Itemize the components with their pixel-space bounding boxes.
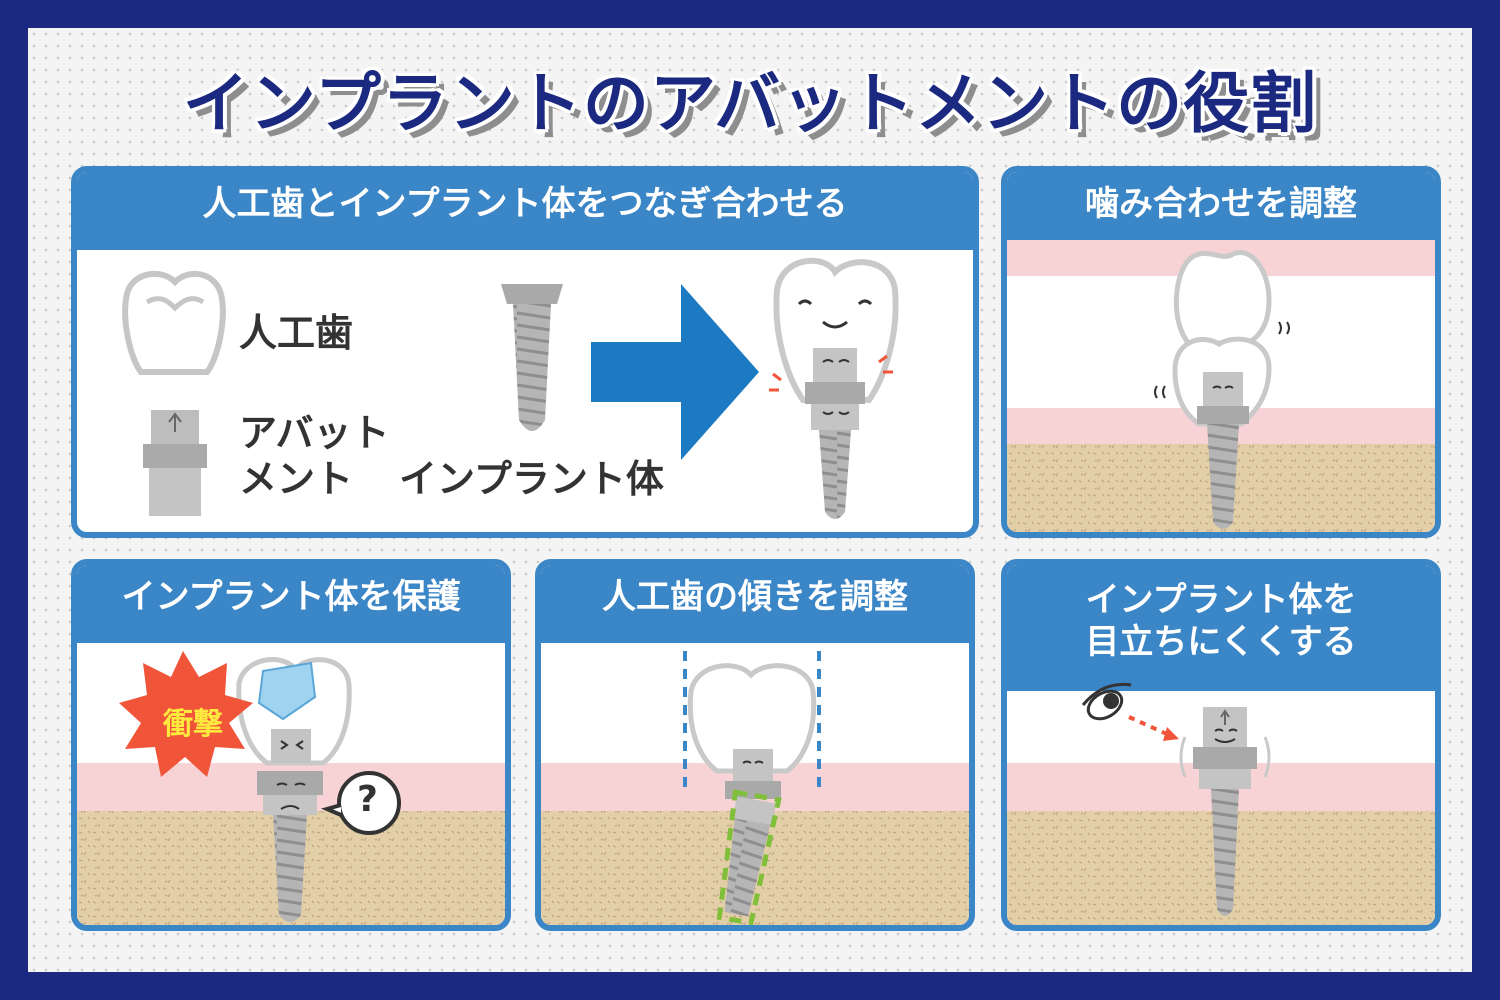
panel-protect: インプラント体を保護 衝撃 ? — [71, 559, 511, 931]
right-arrow-icon — [591, 284, 759, 460]
panel-bite-body — [1007, 240, 1435, 532]
panel-connect: 人工歯とインプラント体をつなぎ合わせる — [71, 166, 979, 538]
panel-bite-header: 噛み合わせを調整 — [1007, 172, 1435, 250]
crown-icon — [687, 663, 817, 774]
assembled-tooth-icon — [769, 257, 899, 519]
upper-tooth-icon — [1173, 249, 1272, 348]
panel-tilt-illustration — [541, 651, 969, 925]
main-title: インプラントのアバットメントの役割 — [182, 65, 1318, 142]
question-bubble-icon — [337, 771, 401, 835]
panel-tilt-body — [541, 633, 969, 925]
implant-icon — [501, 284, 563, 431]
panel-inconspicuous: インプラント体を 目立ちにくくする — [1001, 559, 1441, 931]
impact-burst-icon — [119, 651, 253, 777]
abutment-label-line-1: アバット — [239, 411, 390, 455]
eye-icon — [1081, 682, 1132, 721]
panel-bite-illustration — [1007, 240, 1435, 532]
crown-icon — [122, 271, 226, 375]
abutment-icon — [143, 410, 207, 516]
broken-crown-piece-icon — [257, 661, 317, 721]
panel-inconspicuous-body — [1007, 677, 1435, 925]
panel-protect-illustration — [77, 651, 505, 925]
panel-tilt: 人工歯の傾きを調整 — [535, 559, 975, 931]
panel-inconspicuous-illustration — [1007, 682, 1435, 925]
question-mark: ? — [357, 779, 378, 820]
panel-connect-illustration — [122, 257, 899, 519]
panel-connect-header: 人工歯とインプラント体をつなぎ合わせる — [77, 172, 973, 250]
panel-tilt-header: 人工歯の傾きを調整 — [541, 565, 969, 643]
panel-protect-body: 衝撃 ? — [77, 633, 505, 925]
crown-label: 人工歯 — [239, 311, 354, 355]
panel-connect-body: 人工歯 アバット メント インプラント体 — [77, 250, 973, 532]
panel-inconspicuous-header: インプラント体を 目立ちにくくする — [1007, 565, 1435, 691]
panel-inconspicuous-header-line-1: インプラント体を — [1085, 580, 1357, 620]
panel-inconspicuous-header-line-2: 目立ちにくくする — [1085, 622, 1357, 662]
panel-protect-header: インプラント体を保護 — [77, 565, 505, 643]
implant-label: インプラント体 — [399, 457, 664, 501]
panel-bite: 噛み合わせを調整 — [1001, 166, 1441, 538]
impact-label: 衝撃 — [163, 707, 223, 742]
abutment-label-line-2: メント — [239, 457, 354, 501]
